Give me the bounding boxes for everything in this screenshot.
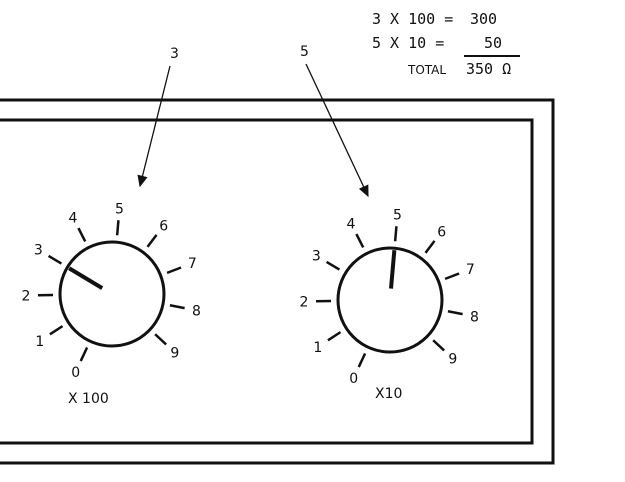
dial-x100-tick-label-1: 1 [35,334,44,350]
dial-x100-tick-label-5: 5 [115,201,124,217]
dial-x10-tick-0 [357,352,367,368]
left-callout-arrow [137,65,171,188]
dial-x10-tick-3 [325,260,341,271]
dial-x10-tick-8 [447,310,463,316]
dial-x10-tick-5 [393,226,398,242]
dial-x10-tick-label-2: 2 [300,295,309,311]
dial-x100-tick-label-8: 8 [192,303,201,319]
dial-x100-tick-3 [47,254,63,265]
calc-total-label: TOTAL [407,63,446,77]
calculation-block: 3 X 100 = 300 5 X 10 = 50 TOTAL 350 Ω [372,10,520,78]
dial-x100-tick-4 [77,227,87,242]
right-callout-arrow [305,63,369,198]
dial-x10-tick-4 [355,233,365,248]
dial-x10[interactable]: X10 0 1 2 3 4 5 6 7 8 9 [300,207,479,402]
dial-x100-tick-7 [166,266,182,275]
left-callout-number: 3 [170,46,179,62]
dial-x100-tick-label-6: 6 [159,218,168,234]
calc-line2-right: 50 [484,34,502,52]
dial-x100-tick-label-4: 4 [68,210,77,226]
dial-x10-tick-label-9: 9 [448,352,457,368]
dial-x10-tick-label-0: 0 [349,371,358,387]
dial-x100-tick-0 [79,346,89,362]
right-callout-number: 5 [300,44,309,60]
dial-x100-multiplier: X 100 [68,391,109,407]
dial-x100-tick-8 [169,304,185,310]
dial-x100-tick-label-7: 7 [188,256,197,272]
calc-line1-left: 3 X 100 = [372,10,453,28]
dial-x10-tick-label-3: 3 [312,249,321,265]
dial-x10-tick-label-8: 8 [470,309,479,325]
calc-line2-left: 5 X 10 = [372,34,444,52]
dial-x10-tick-label-5: 5 [393,207,402,223]
dial-x100-tick-6 [146,234,158,248]
dial-x100[interactable]: X 100 0 1 2 3 4 5 6 7 8 9 [22,201,201,407]
dial-x100-tick-1 [49,325,64,336]
dial-x100-tick-label-0: 0 [71,365,80,381]
dial-x10-tick-1 [327,331,342,342]
dial-x10-tick-9 [432,339,445,352]
dial-x10-tick-label-1: 1 [313,340,322,356]
calc-total-value: 350 Ω [466,60,511,78]
dial-x10-tick-7 [444,272,460,281]
dial-x10-tick-label-4: 4 [346,216,355,232]
dial-x100-knob[interactable] [58,240,166,348]
dial-x10-tick-6 [424,240,436,254]
dial-x10-pointer [389,250,397,289]
dial-x10-multiplier: X10 [375,386,402,402]
calc-line1-right: 300 [470,10,497,28]
dial-x100-tick-9 [154,333,167,346]
dial-x100-tick-label-3: 3 [34,243,43,259]
dial-x10-tick-label-6: 6 [437,224,446,240]
dial-x100-pointer [68,266,104,290]
dial-x100-tick-label-9: 9 [170,346,179,362]
dial-x100-tick-5 [115,220,120,236]
dial-x100-tick-label-2: 2 [22,289,31,305]
panel-frame [0,98,555,465]
dial-x10-knob[interactable] [336,246,444,354]
callout-arrows: 3 5 [137,44,369,198]
dial-x10-tick-label-7: 7 [466,262,475,278]
